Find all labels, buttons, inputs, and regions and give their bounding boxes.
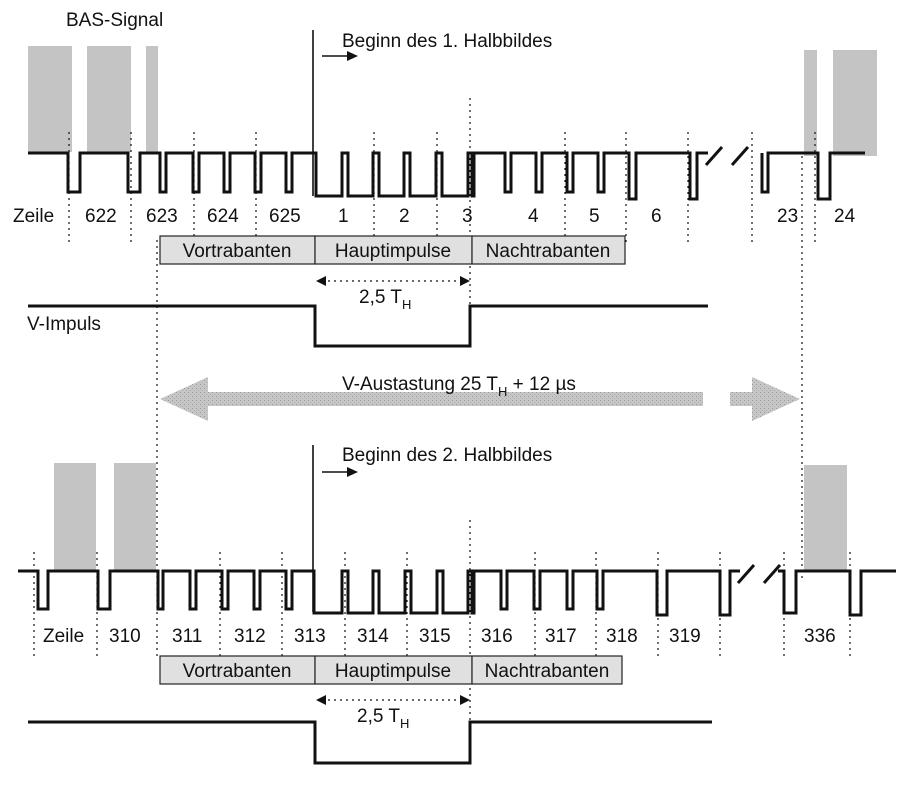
duration-label: 2,5 TH xyxy=(357,706,409,731)
video-bar xyxy=(87,46,131,152)
line-number: 6 xyxy=(651,206,662,227)
bottom-segment-boxes: Vortrabanten Hauptimpulse Nachtrabanten xyxy=(159,655,623,685)
video-bar xyxy=(54,463,96,571)
bottom-v-impulse-waveform xyxy=(28,720,712,765)
line-number: 312 xyxy=(234,626,266,647)
line-number: 4 xyxy=(528,206,539,227)
line-number: 313 xyxy=(294,626,326,647)
bottom-bas-waveform xyxy=(18,569,740,617)
zeile-label: Zeile xyxy=(13,206,54,227)
line-number: 624 xyxy=(207,206,239,227)
line-number: 316 xyxy=(481,626,513,647)
line-number: 625 xyxy=(269,206,301,227)
top-bas-waveform-cont xyxy=(760,151,865,201)
break-mark xyxy=(762,564,782,584)
begin-arrow-icon xyxy=(347,51,358,61)
title-bas-signal: BAS-Signal xyxy=(66,10,163,31)
bottom-line-numbers: Zeile 310 311 312 313 314 315 316 317 31… xyxy=(43,626,836,647)
line-number: 311 xyxy=(172,626,202,647)
line-number: 319 xyxy=(669,626,701,647)
video-bar xyxy=(804,50,817,156)
segment-label-hauptimpulse: Hauptimpulse xyxy=(335,661,451,682)
zeile-label: Zeile xyxy=(43,626,84,647)
break-mark xyxy=(730,146,750,166)
top-segment-boxes: Vortrabanten Hauptimpulse Nachtrabanten xyxy=(159,235,626,265)
top-line-numbers: Zeile 622 623 624 625 1 2 3 4 5 6 23 24 xyxy=(13,206,856,227)
begin-field-2-label: Beginn des 2. Halbbildes xyxy=(342,445,552,466)
begin-field-1-label: Beginn des 1. Halbbildes xyxy=(342,31,552,52)
line-number: 5 xyxy=(589,206,600,227)
video-bar xyxy=(804,465,847,571)
arrow-right-icon xyxy=(460,276,470,286)
segment-box-vortrabanten xyxy=(159,235,316,265)
line-number: 317 xyxy=(545,626,577,647)
v-impulse-label: V-Impuls xyxy=(27,314,101,335)
arrow-right-icon xyxy=(460,695,470,705)
segment-label-nachtrabanten: Nachtrabanten xyxy=(486,241,611,262)
line-number: 622 xyxy=(85,206,117,227)
bottom-line-dividers xyxy=(33,520,851,764)
segment-box-hauptimpulse xyxy=(314,235,473,265)
segment-label-nachtrabanten: Nachtrabanten xyxy=(485,661,610,682)
video-bar xyxy=(114,463,156,571)
segment-box-nachtrabanten xyxy=(471,235,626,265)
video-bar xyxy=(28,46,72,152)
video-bar xyxy=(833,50,877,156)
bottom-video-bars xyxy=(54,463,847,571)
video-bar xyxy=(146,46,158,152)
line-number: 2 xyxy=(399,206,410,227)
bottom-bas-waveform-cont xyxy=(778,569,896,617)
duration-label: 2,5 TH xyxy=(359,287,411,312)
line-number: 310 xyxy=(109,626,141,647)
blanking-arrow xyxy=(160,377,703,421)
line-number: 24 xyxy=(834,206,856,227)
blanking-label: V-Austastung 25 TH + 12 µs xyxy=(342,374,576,399)
begin-arrow-icon xyxy=(347,467,358,477)
arrow-left-icon xyxy=(316,695,326,705)
segment-label-vortrabanten: Vortrabanten xyxy=(183,241,292,262)
line-number: 318 xyxy=(606,626,638,647)
line-number: 1 xyxy=(338,206,349,227)
line-number: 314 xyxy=(357,626,389,647)
segment-label-vortrabanten: Vortrabanten xyxy=(183,661,292,682)
arrow-left-icon xyxy=(316,276,326,286)
top-video-bars xyxy=(28,46,877,156)
line-number: 623 xyxy=(146,206,178,227)
top-line-dividers xyxy=(68,98,816,345)
top-v-impulse-waveform xyxy=(28,304,708,348)
line-number: 3 xyxy=(462,206,473,227)
segment-label-hauptimpulse: Hauptimpulse xyxy=(335,241,451,262)
segment-box-nachtrabanten xyxy=(471,655,623,685)
line-number: 23 xyxy=(777,206,798,227)
line-number: 336 xyxy=(804,626,836,647)
line-number: 315 xyxy=(419,626,451,647)
top-bas-waveform xyxy=(28,151,708,201)
break-mark xyxy=(736,564,756,584)
break-mark xyxy=(704,146,724,166)
blanking-arrow-head-right xyxy=(730,377,800,421)
